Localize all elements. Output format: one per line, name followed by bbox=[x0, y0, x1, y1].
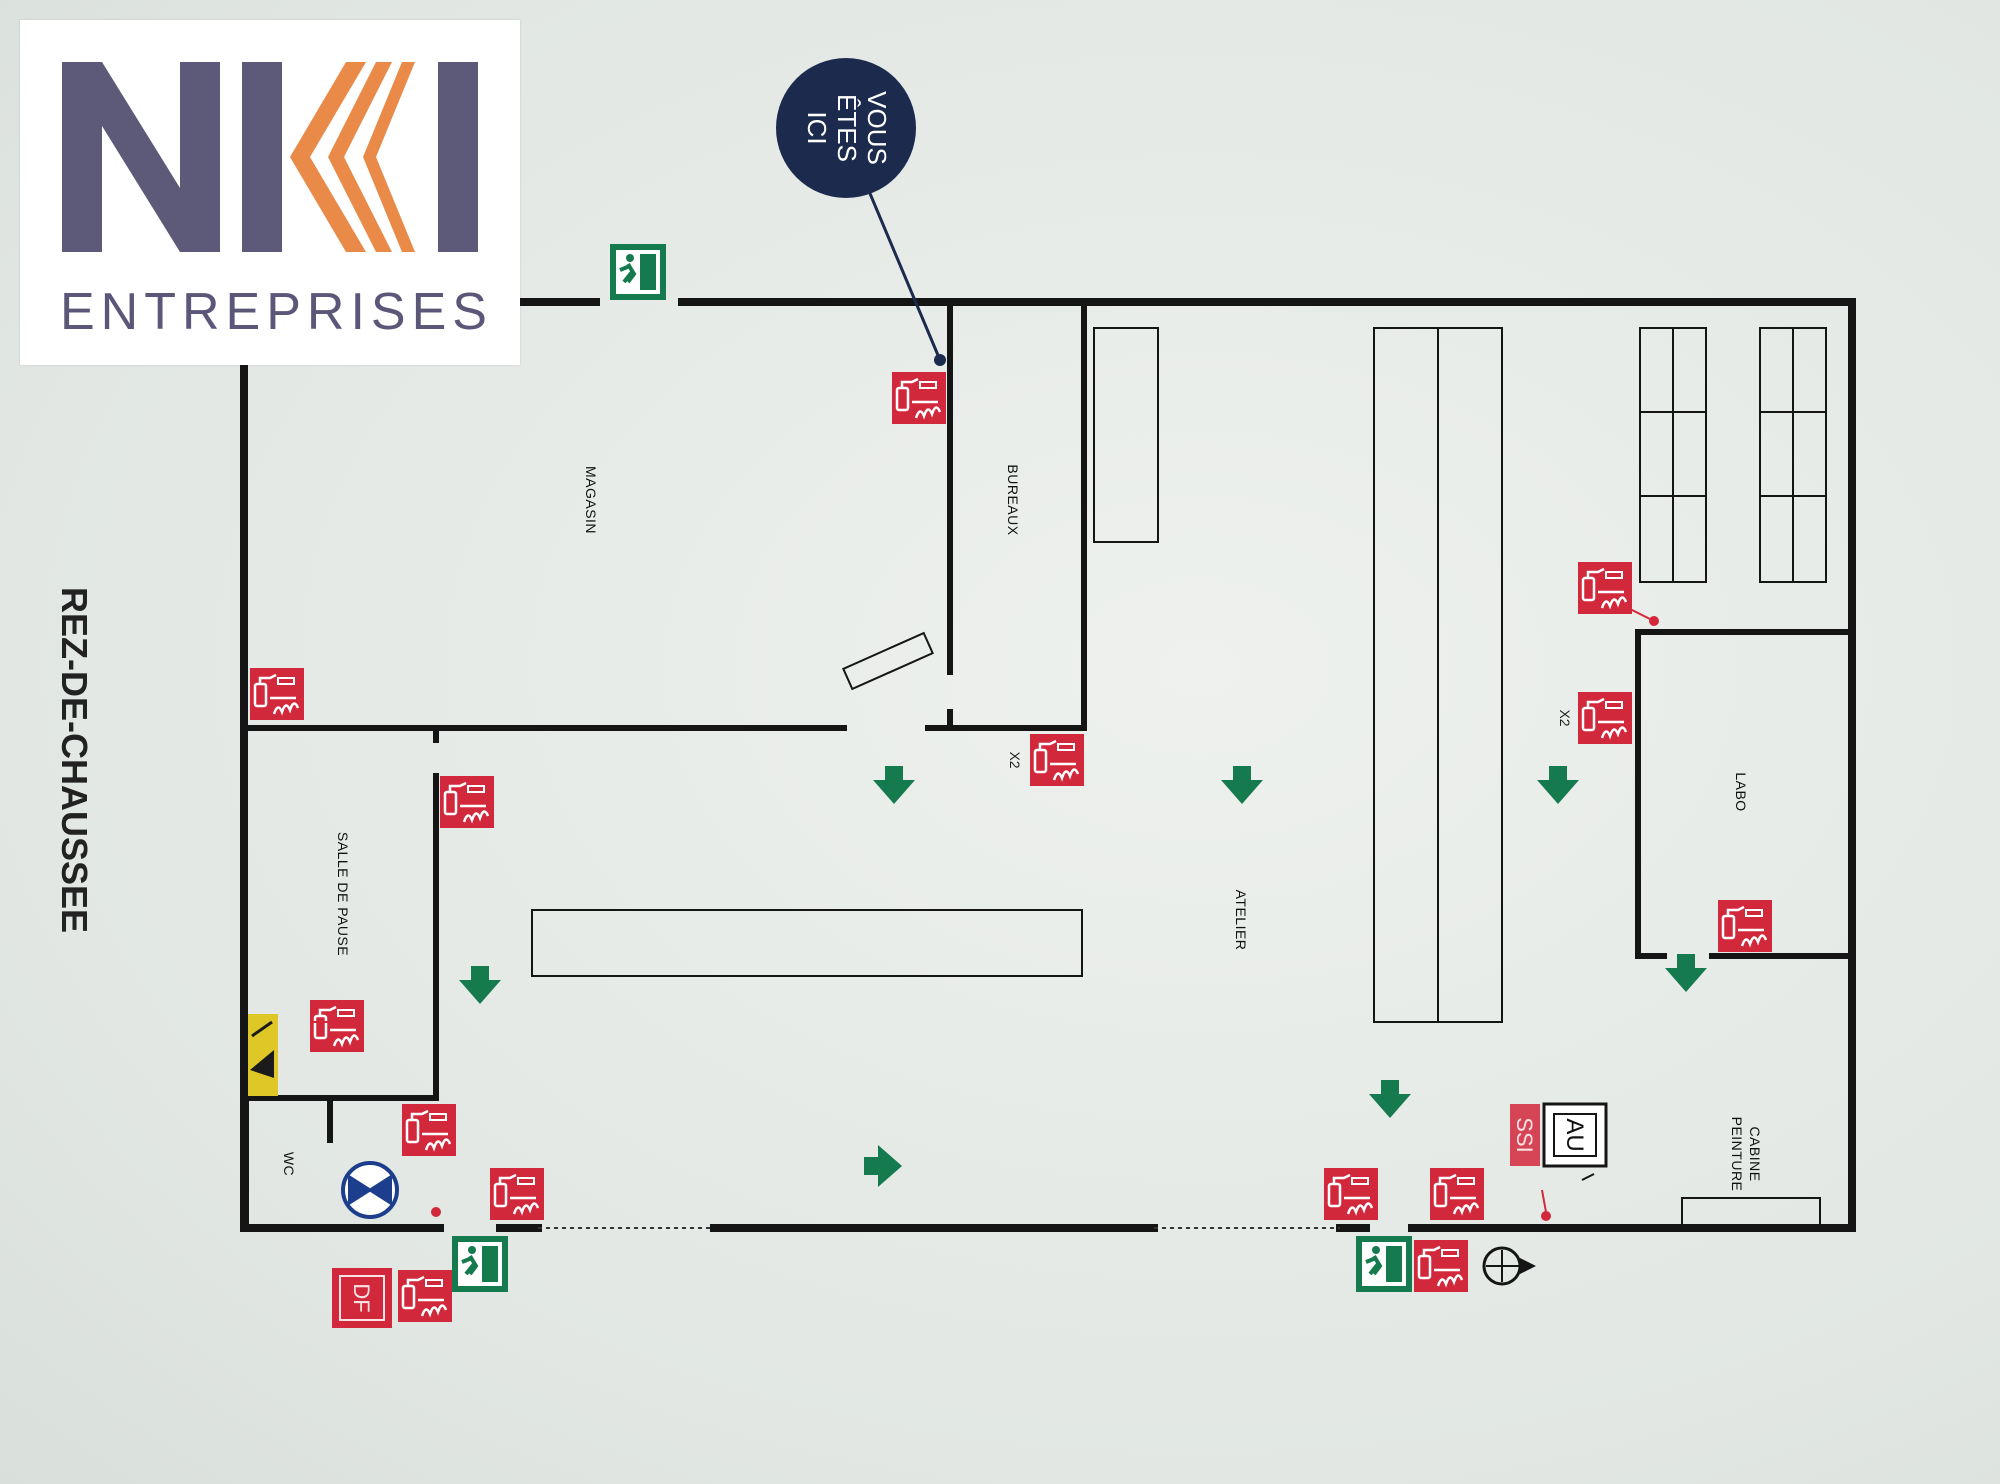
paint-booth-unit bbox=[1681, 1197, 1821, 1227]
room-magasin: MAGASIN bbox=[583, 466, 599, 534]
fire-extinguisher-icon bbox=[248, 666, 306, 722]
room-wc: WC bbox=[281, 1152, 297, 1176]
desk bbox=[842, 631, 934, 691]
room-bureaux: BUREAUX bbox=[1005, 464, 1021, 535]
au-label: AU bbox=[1561, 1118, 1588, 1151]
rack-bureaux bbox=[1093, 327, 1159, 543]
here-line-2: ÊTES bbox=[832, 94, 862, 162]
quantity-mark-1: X2 bbox=[1007, 751, 1023, 768]
df-panel: DF bbox=[332, 1268, 392, 1328]
assembly-point-icon bbox=[1482, 1246, 1536, 1286]
room-labo: LABO bbox=[1733, 772, 1749, 811]
you-are-here-marker: VOUS ÊTES ICI bbox=[776, 58, 916, 198]
ssi-label: SSI bbox=[1512, 1117, 1537, 1152]
emergency-exit-icon bbox=[450, 1234, 510, 1294]
fire-extinguisher-icon bbox=[1028, 732, 1086, 788]
fire-extinguisher-icon bbox=[1428, 1166, 1486, 1222]
au-panel: AU bbox=[1542, 1102, 1608, 1181]
evacuation-arrow-icon bbox=[873, 766, 915, 804]
logo-wordmark bbox=[62, 62, 478, 252]
workbench bbox=[531, 909, 1083, 977]
here-line-1: VOUS bbox=[862, 91, 892, 165]
gas-valve-icon bbox=[341, 1161, 399, 1219]
room-salle-de-pause: SALLE DE PAUSE bbox=[335, 832, 351, 956]
fire-extinguisher-icon bbox=[1576, 690, 1634, 746]
you-are-here-pointer bbox=[864, 183, 942, 361]
fire-extinguisher-icon bbox=[308, 998, 366, 1054]
fire-extinguisher-icon bbox=[1716, 898, 1774, 954]
fire-extinguisher-icon bbox=[1412, 1238, 1470, 1294]
equipment-connectors bbox=[310, 603, 1659, 1221]
fire-extinguisher-icon bbox=[1322, 1166, 1380, 1222]
fire-extinguisher-icon bbox=[890, 370, 948, 426]
evacuation-arrow-icon bbox=[459, 966, 501, 1004]
evacuation-arrow-icon bbox=[864, 1145, 902, 1187]
interior-walls bbox=[245, 299, 1855, 1143]
emergency-exit-icon bbox=[608, 242, 668, 302]
here-line-3: ICI bbox=[802, 111, 832, 144]
room-cabine-line-2: PEINTURE bbox=[1729, 1117, 1745, 1192]
you-are-here-dot bbox=[934, 354, 946, 366]
evacuation-arrow-icon bbox=[1369, 1080, 1411, 1118]
electrical-hazard-icon bbox=[248, 1014, 278, 1096]
evacuation-arrow-icon bbox=[1537, 766, 1579, 804]
fire-extinguisher-icon bbox=[396, 1268, 454, 1324]
fire-extinguisher-icon bbox=[438, 774, 496, 830]
fire-extinguisher-icon bbox=[400, 1102, 458, 1158]
emergency-exit-icon bbox=[1354, 1234, 1414, 1294]
evacuation-arrow-icon bbox=[1221, 766, 1263, 804]
company-logo: ENTREPRISES bbox=[20, 20, 520, 365]
fire-extinguisher-icon bbox=[488, 1166, 546, 1222]
ssi-panel: SSI bbox=[1510, 1104, 1540, 1166]
room-atelier: ATELIER bbox=[1233, 890, 1249, 951]
quantity-mark-2: X2 bbox=[1557, 709, 1573, 726]
racks bbox=[531, 327, 1827, 1227]
df-label: DF bbox=[349, 1283, 374, 1312]
room-cabine-line-1: CABINE bbox=[1747, 1126, 1763, 1181]
evacuation-arrow-icon bbox=[1665, 954, 1707, 992]
floor-title: REZ-DE-CHAUSSEE bbox=[54, 587, 95, 933]
logo-subtitle: ENTREPRISES bbox=[60, 283, 493, 341]
